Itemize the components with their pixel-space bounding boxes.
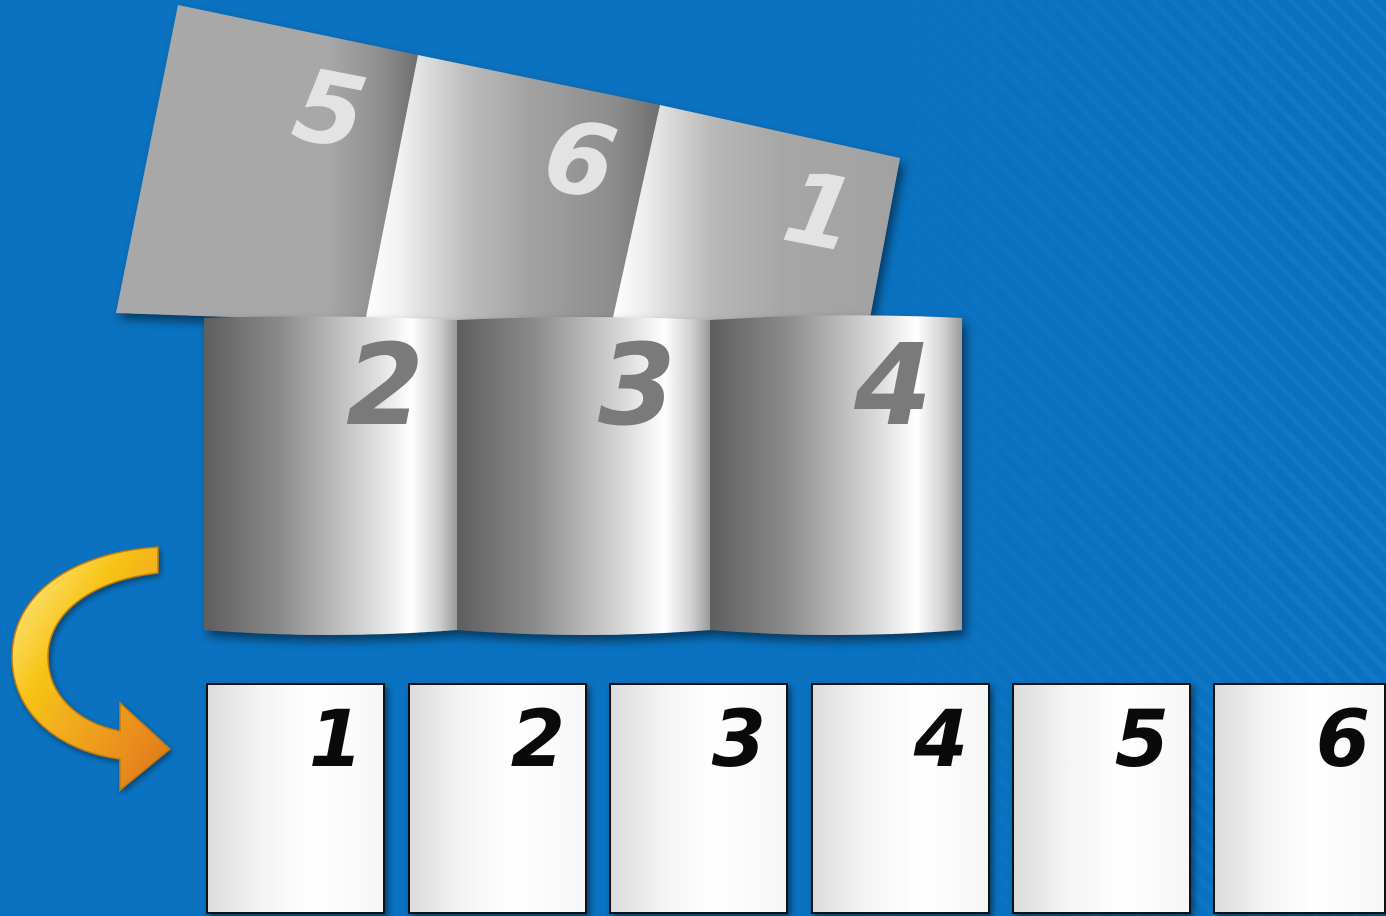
page-number-1: 1 <box>293 701 363 779</box>
page-number-3: 3 <box>696 701 766 779</box>
page-3: 3 <box>609 683 788 914</box>
middle-sheet-number-3: 3 <box>572 330 702 442</box>
page-number-5: 5 <box>1099 701 1169 779</box>
middle-sheet-number-2: 2 <box>320 330 450 442</box>
page-1: 1 <box>206 683 385 914</box>
page-4: 4 <box>811 683 990 914</box>
page-number-6: 6 <box>1300 701 1370 779</box>
middle-sheet-number-4: 4 <box>828 330 958 442</box>
page-number-4: 4 <box>898 701 968 779</box>
page-6: 6 <box>1213 683 1386 914</box>
page-sequence: 1 2 3 4 5 6 <box>206 683 1386 916</box>
page-2: 2 <box>408 683 587 914</box>
page-number-2: 2 <box>495 701 565 779</box>
page-5: 5 <box>1012 683 1191 914</box>
curved-arrow-down-right-icon <box>8 545 178 795</box>
